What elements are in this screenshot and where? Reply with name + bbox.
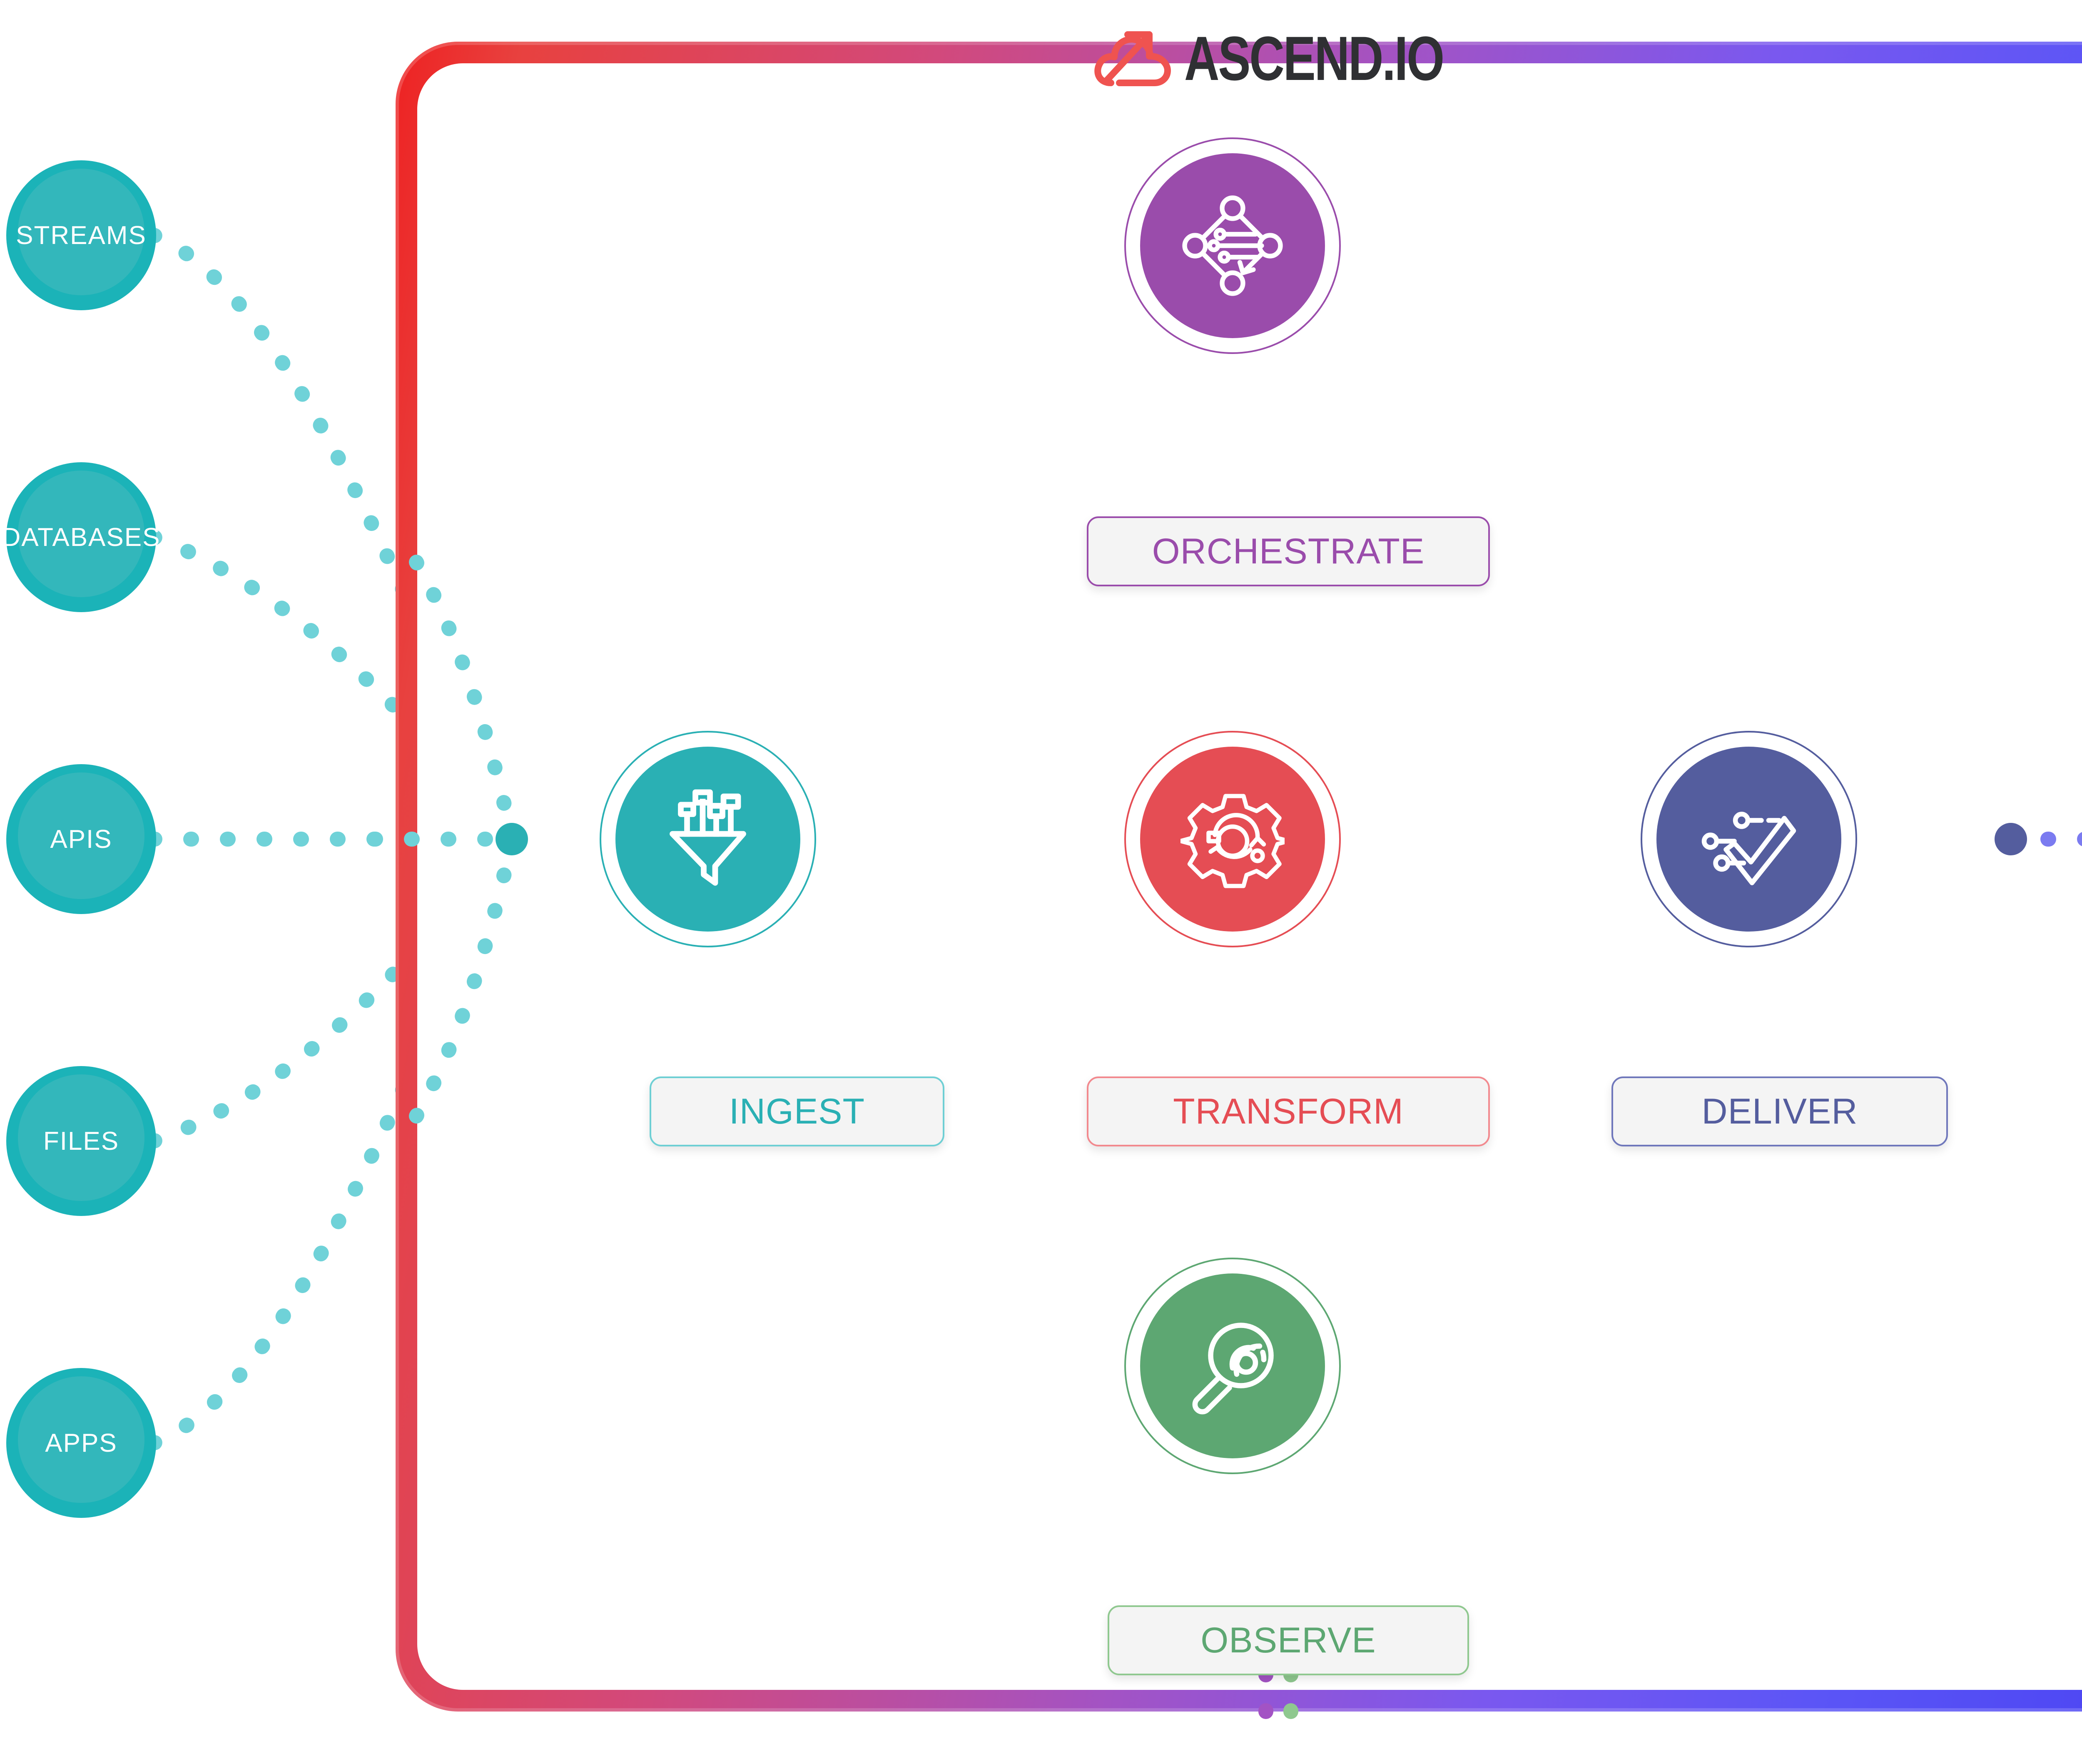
node-ring <box>600 731 816 947</box>
output-connection-hub <box>1995 823 2027 855</box>
workflow-graph-icon <box>1182 195 1283 296</box>
source-circle-inner <box>18 772 144 899</box>
node-label-observe: OBSERVE <box>1108 1605 1469 1675</box>
funnel-icon <box>670 789 746 886</box>
node-orchestrate[interactable] <box>1124 137 1341 354</box>
source-circle-inner <box>18 1376 144 1503</box>
source-circle-apis[interactable]: APIS <box>6 764 156 914</box>
source-circle-inner <box>18 471 144 597</box>
node-ring <box>1641 731 1857 947</box>
brand-name: ASCEND.IO <box>1184 23 1444 93</box>
source-label: DATABASES <box>2 523 161 552</box>
node-label-ingest: INGEST <box>650 1076 944 1146</box>
node-disc <box>1140 1273 1325 1458</box>
node-ring <box>1124 1258 1341 1474</box>
node-ingest[interactable] <box>600 731 816 947</box>
node-label-text: INGEST <box>729 1091 865 1131</box>
magnifier-fingerprint-icon <box>1192 1323 1274 1415</box>
node-ring <box>1124 731 1341 947</box>
node-transform[interactable] <box>1124 731 1341 947</box>
source-circle-files[interactable]: FILES <box>6 1066 156 1216</box>
node-label-text: DELIVER <box>1701 1091 1858 1131</box>
node-ring <box>1124 137 1341 354</box>
source-circle-inner <box>18 1074 144 1201</box>
cloud-arrow-icon <box>1094 31 1171 86</box>
source-label: STREAMS <box>16 221 147 250</box>
node-label-text: OBSERVE <box>1200 1620 1376 1660</box>
source-label: APIS <box>50 825 112 854</box>
source-circle-databases[interactable]: DATABASES <box>2 462 159 612</box>
node-label-orchestrate: ORCHESTRATE <box>1087 516 1490 586</box>
node-disc <box>1140 153 1325 338</box>
gear-refresh-icon <box>1180 794 1285 888</box>
node-label-deliver: DELIVER <box>1611 1076 1948 1146</box>
source-label: APPS <box>45 1428 117 1458</box>
node-observe[interactable] <box>1124 1258 1341 1474</box>
node-label-text: ORCHESTRATE <box>1152 531 1425 571</box>
checkmark-circuit-icon <box>1701 812 1796 885</box>
node-label-text: TRANSFORM <box>1173 1091 1404 1131</box>
node-label-transform: TRANSFORM <box>1087 1076 1490 1146</box>
brand-logo: ASCEND.IO <box>1091 17 1516 100</box>
source-circle-inner <box>18 169 144 295</box>
node-disc <box>1656 747 1841 932</box>
input-connection-hub <box>496 823 528 855</box>
source-circle-apps[interactable]: APPS <box>6 1368 156 1518</box>
node-deliver[interactable] <box>1641 731 1857 947</box>
source-label: FILES <box>43 1126 120 1156</box>
source-circle-streams[interactable]: STREAMS <box>6 160 156 310</box>
node-disc <box>1140 747 1325 932</box>
node-disc <box>615 747 800 932</box>
